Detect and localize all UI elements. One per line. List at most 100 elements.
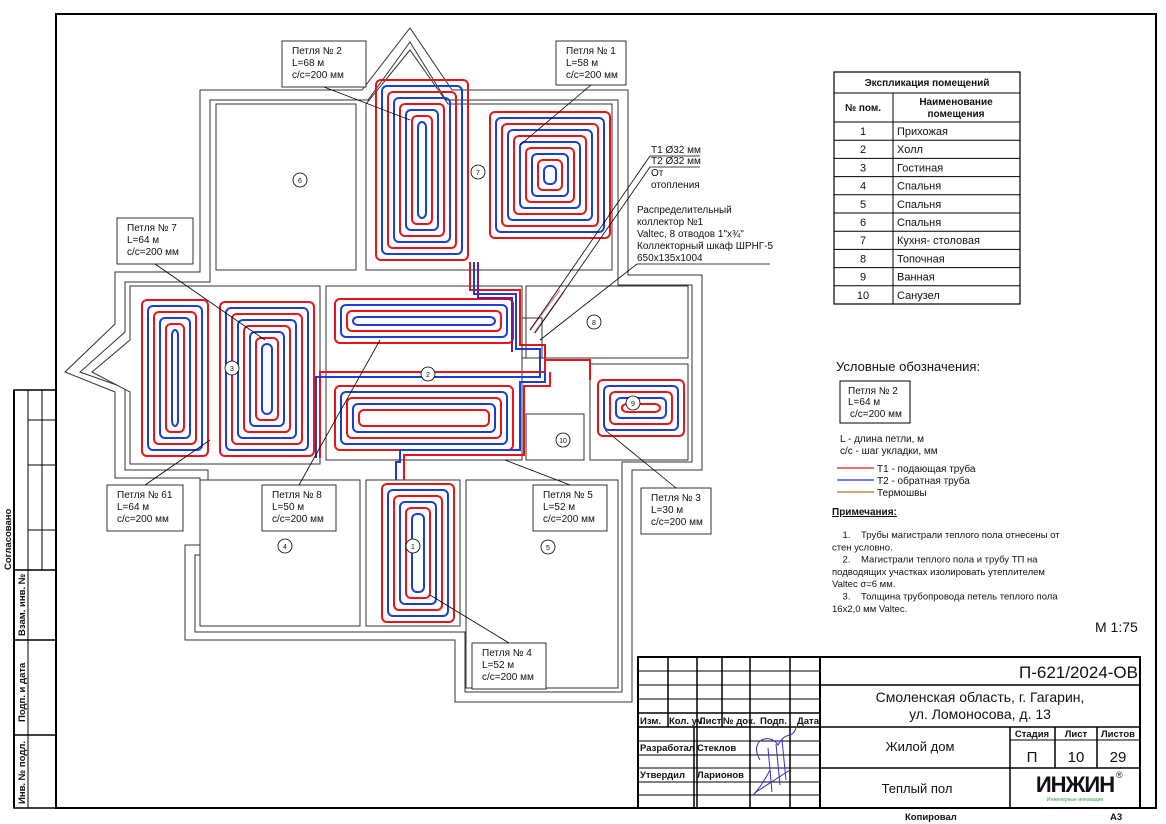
heating-loop-1	[489, 111, 611, 239]
supply-pipe	[141, 299, 209, 457]
supply-pipe	[375, 79, 469, 261]
return-pipe	[352, 316, 496, 326]
developed-label: Разработал	[640, 743, 695, 754]
legend-sample-title: Петля № 2	[848, 386, 898, 397]
scale-label: М 1:75	[1095, 619, 1138, 635]
room-name: Ванная	[897, 272, 935, 284]
supply-pipe	[346, 310, 502, 332]
return-pipe	[225, 307, 309, 451]
header-list: Лист	[699, 716, 722, 727]
room-number-4: 4	[277, 538, 293, 554]
loop-title: Петля № 8	[272, 490, 322, 501]
room-number-3: 3	[224, 360, 240, 376]
callout-loop-7: Петля № 7L=64 мс/с=200 мм	[116, 217, 266, 341]
supply-pipe	[346, 397, 502, 439]
loop-length: L=30 м	[651, 505, 683, 516]
room-number-label: 2	[426, 372, 430, 379]
supply-pipe	[405, 507, 431, 599]
sheet-label: Лист	[1065, 729, 1088, 740]
return-pipe	[171, 329, 179, 427]
room-name: Кухня- столовая	[897, 235, 980, 247]
supply-pipe	[609, 391, 673, 425]
supply-pipe	[255, 337, 279, 421]
logo-subtitle: Инженерные инновации	[1047, 797, 1103, 803]
loop-pitch: с/с=200 мм	[543, 514, 595, 525]
manifold-note-1: Распределительный	[637, 205, 732, 216]
return-pipe	[615, 397, 667, 419]
supply-pipe	[153, 311, 197, 445]
notes-title: Примечания:	[832, 507, 897, 518]
supply-pipe	[489, 111, 611, 239]
room-number: 4	[860, 181, 866, 193]
callout-loop-8: Петля № 8L=50 мс/с=200 мм	[261, 339, 381, 532]
legend-sample-length: L=64 м	[848, 397, 880, 408]
header-sign: Подп.	[760, 716, 787, 727]
supply-t1-label: Т1 Ø32 мм	[651, 145, 701, 156]
room-number: 10	[857, 290, 869, 302]
room-number-label: 10	[559, 438, 567, 445]
project-code: П-621/2024-ОВ	[1019, 663, 1138, 682]
room-number-7: 7	[470, 164, 486, 180]
building-outline	[64, 27, 703, 703]
supply-pipe	[381, 483, 455, 623]
loop-length: L=64 м	[127, 235, 159, 246]
return-pipe	[603, 385, 679, 431]
heating-loop-61	[141, 299, 209, 457]
supply-pipe	[411, 115, 433, 225]
stamp-inv-orig: Инв. № подл.	[17, 741, 28, 804]
note-line: 2. Магистрали теплого пола и трубу ТП на	[832, 555, 1038, 566]
loop-pitch: с/с=200 мм	[292, 70, 344, 81]
loop-pitch: с/с=200 мм	[272, 514, 324, 525]
loop-length: L=68 м	[292, 58, 324, 69]
room-number: 2	[860, 144, 866, 156]
supply-pipe	[537, 159, 563, 191]
legend-l-desc: L - длина петли, м	[840, 434, 924, 445]
loop-length: L=64 м	[117, 502, 149, 513]
legend-t1: Т1 - подающая труба	[877, 463, 976, 475]
side-stamp: Согласовано Взам. инв. № Подп. и дата Ин…	[3, 389, 57, 809]
callout-loop-1: Петля № 1L=58 мс/с=200 мм	[519, 40, 627, 146]
return-pipe	[507, 129, 593, 221]
return-pipe	[381, 85, 463, 255]
room-number-label: 7	[476, 170, 480, 177]
room-number-label: 4	[283, 544, 287, 551]
logo-reg: ®	[1116, 770, 1123, 780]
supply-t2-label: Т2 Ø32 мм	[651, 156, 701, 167]
room-name: Санузел	[897, 290, 940, 302]
loop-pitch: с/с=200 мм	[651, 517, 703, 528]
legend-thermo: Термошвы	[877, 488, 927, 499]
supply-pipe	[513, 135, 587, 215]
room-number-label: 9	[631, 401, 635, 408]
room-name: Спальня	[897, 199, 941, 211]
legend-title: Условные обозначения:	[836, 359, 980, 374]
supply-pipe	[243, 325, 291, 433]
stage-label: Стадия	[1015, 729, 1049, 740]
room-number: 1	[860, 126, 866, 138]
legend-sample-pitch: с/с=200 мм	[850, 409, 902, 420]
room-name: Прихожая	[897, 126, 948, 138]
room-number-label: 8	[592, 320, 596, 327]
sheets-value: 29	[1110, 749, 1127, 766]
supply-pipe	[165, 323, 185, 433]
room-number-1: 1	[405, 538, 421, 554]
supply-from-1: От	[651, 168, 664, 179]
manifold-note-2: коллектор №1	[637, 217, 704, 228]
return-pipe	[249, 331, 285, 427]
manifold-note-3: Valtec, 8 отводов 1"х¾"	[637, 229, 744, 240]
loop-title: Петля № 61	[117, 490, 173, 501]
return-pipe	[399, 501, 437, 605]
manifold-note-5: 650х135х1004	[637, 253, 703, 264]
sheets-label: Листов	[1101, 729, 1135, 740]
header-date: Дата	[797, 716, 820, 727]
supply-pipe	[621, 403, 661, 413]
room-6	[215, 103, 357, 271]
note-line: Valtec σ=6 мм.	[832, 579, 895, 590]
header-doc-no: № док.	[723, 716, 755, 727]
room-10	[525, 413, 585, 461]
room-name: Спальня	[897, 181, 941, 193]
return-pipe	[495, 117, 605, 233]
room-number: 9	[860, 272, 866, 284]
